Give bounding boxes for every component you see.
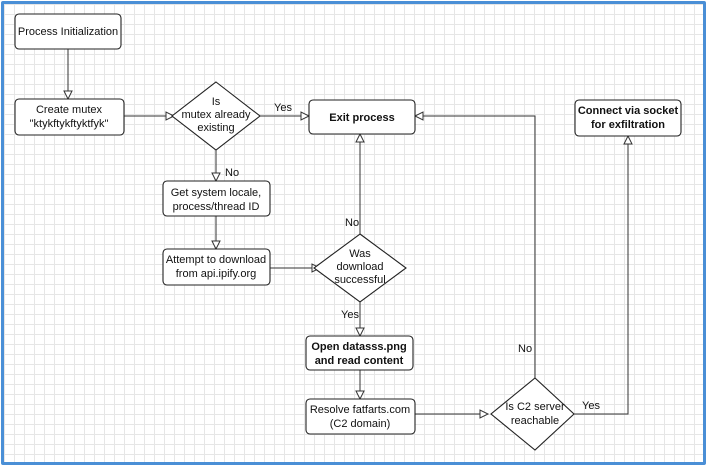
arrowhead [479,409,490,419]
label-download-yes: Yes [341,309,359,321]
node-connect-socket: Connect via socket for exfiltration [574,99,682,137]
label-mutex-yes: Yes [274,102,292,114]
node-text: Get system locale, [171,187,261,199]
edge-c2-yes-to-connect [574,144,629,415]
arrowhead [165,111,176,121]
arrowhead [355,390,365,401]
node-text: Is [212,96,221,108]
node-text: mutex already [181,109,251,121]
node-text: Exit process [329,112,394,124]
arrowhead [211,172,221,183]
node-text: Attempt to download [166,254,266,266]
node-open-datasss: Open datasss.png and read content [305,335,414,371]
node-text: Was [349,248,371,260]
node-text: Connect via socket [578,105,679,117]
node-text: from api.ipify.org [176,268,257,280]
node-text: download [336,261,383,273]
edge-c2-no-to-exit [423,115,536,378]
flowchart: Yes No No Yes No Yes Process Initializat… [14,13,682,451]
decision-download-successful: Was download successful [313,233,407,303]
node-text: "ktykftykftyktfyk" [30,118,109,130]
node-text: (C2 domain) [330,418,391,430]
label-c2-no: No [518,343,532,355]
node-text: Resolve fatfarts.com [310,404,410,416]
node-text: Is C2 server [505,401,565,413]
decision-c2-reachable: Is C2 server reachable [490,377,575,451]
node-resolve-domain: Resolve fatfarts.com (C2 domain) [305,398,416,435]
arrowhead [623,134,633,145]
node-text: process/thread ID [173,201,260,213]
node-text: and read content [315,355,404,367]
node-create-mutex: Create mutex "ktykftykftyktfyk" [14,98,125,136]
node-text: successful [334,274,385,286]
label-c2-yes: Yes [582,400,600,412]
arrowhead [63,90,73,101]
label-download-no: No [345,217,359,229]
node-attempt-download: Attempt to download from api.ipify.org [162,248,271,286]
node-get-locale: Get system locale, process/thread ID [162,180,271,217]
node-text: reachable [511,415,559,427]
arrowhead [355,327,365,338]
arrowhead [355,132,365,143]
arrowhead [211,240,221,251]
decision-mutex-existing: Is mutex already existing [171,81,261,151]
node-text: for exfiltration [591,119,665,131]
node-text: Create mutex [36,104,103,116]
edges [63,49,633,419]
node-text: Process Initialization [18,26,118,38]
node-text: existing [197,122,234,134]
label-mutex-no: No [225,167,239,179]
arrowhead [300,111,311,121]
node-process-initialization: Process Initialization [14,13,122,50]
node-exit-process: Exit process [308,99,416,135]
node-text: Open datasss.png [311,341,406,353]
arrowhead [413,111,424,121]
